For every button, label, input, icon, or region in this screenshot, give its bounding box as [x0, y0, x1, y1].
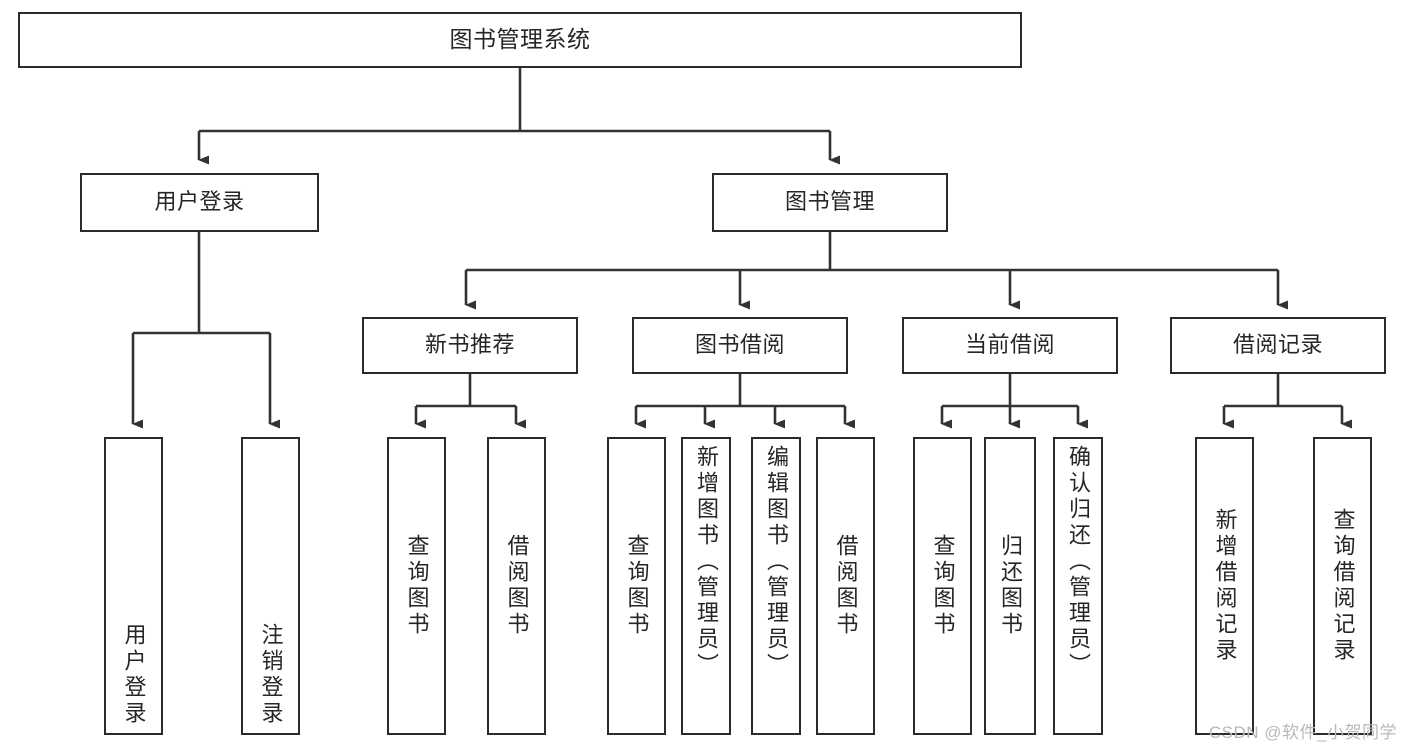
node-label: 新增借阅记录 [1212, 508, 1238, 664]
leaf-user-login[interactable]: 用户登录 [104, 437, 163, 735]
node-label: 新书推荐 [424, 332, 515, 358]
node-label: 用户登录 [121, 623, 147, 727]
node-user-login[interactable]: 用户登录 [80, 173, 319, 232]
node-label: 归还图书 [998, 534, 1023, 638]
leaf-query-borrow-record[interactable]: 查询借阅记录 [1313, 437, 1372, 735]
node-label: 图书管理 [784, 189, 875, 215]
node-label: 查询图书 [404, 534, 430, 638]
leaf-query-book-borrow[interactable]: 查询图书 [607, 437, 666, 735]
node-new-book-recommend[interactable]: 新书推荐 [362, 317, 578, 374]
leaf-add-borrow-record[interactable]: 新增借阅记录 [1195, 437, 1254, 735]
node-label: 借阅图书 [833, 534, 859, 638]
leaf-return-book[interactable]: 归还图书 [984, 437, 1036, 735]
leaf-add-book-admin[interactable]: 新增图书（管理员） [681, 437, 731, 735]
node-label: 用户登录 [154, 189, 245, 215]
node-label: 图书管理系统 [449, 26, 591, 53]
node-label: 新增图书（管理员） [694, 445, 719, 679]
node-label: 查询图书 [930, 534, 956, 638]
node-book-borrow[interactable]: 图书借阅 [632, 317, 848, 374]
leaf-logout-login[interactable]: 注销登录 [241, 437, 300, 735]
node-current-borrow[interactable]: 当前借阅 [902, 317, 1118, 374]
node-label: 注销登录 [258, 623, 284, 727]
node-label: 当前借阅 [964, 332, 1055, 358]
node-book-management[interactable]: 图书管理 [712, 173, 948, 232]
node-borrow-record[interactable]: 借阅记录 [1170, 317, 1386, 374]
node-label: 编辑图书（管理员） [764, 445, 789, 679]
leaf-edit-book-admin[interactable]: 编辑图书（管理员） [751, 437, 801, 735]
node-label: 确认归还（管理员） [1066, 445, 1091, 679]
leaf-confirm-return-admin[interactable]: 确认归还（管理员） [1053, 437, 1103, 735]
node-root-book-management-system[interactable]: 图书管理系统 [18, 12, 1022, 68]
leaf-query-book-recommend[interactable]: 查询图书 [387, 437, 446, 735]
node-label: 借阅图书 [504, 534, 530, 638]
node-label: 查询图书 [624, 534, 650, 638]
leaf-query-book-current[interactable]: 查询图书 [913, 437, 972, 735]
leaf-borrow-book-recommend[interactable]: 借阅图书 [487, 437, 546, 735]
node-label: 借阅记录 [1232, 332, 1323, 358]
node-label: 图书借阅 [694, 332, 785, 358]
leaf-borrow-book[interactable]: 借阅图书 [816, 437, 875, 735]
node-label: 查询借阅记录 [1330, 508, 1356, 664]
